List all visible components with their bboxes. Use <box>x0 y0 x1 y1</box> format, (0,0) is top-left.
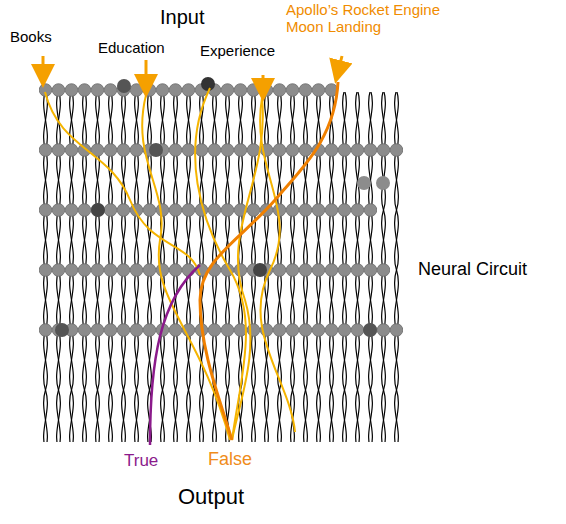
region-label: Neural Circuit <box>418 259 558 279</box>
output-label: False <box>208 449 268 469</box>
input-label: Education <box>98 40 198 57</box>
input-heading: Input <box>160 6 250 28</box>
output-heading: Output <box>178 485 278 510</box>
input-label: Books <box>10 29 80 46</box>
input-arrows <box>43 56 342 90</box>
input-label: Experience <box>200 43 300 60</box>
signal-paths <box>45 82 338 445</box>
axon-lines <box>39 92 403 442</box>
input-label: Apollo’s Rocket Engine Moon Landing <box>286 2 466 36</box>
output-label: True <box>124 451 184 470</box>
neuron-rows <box>39 77 403 340</box>
